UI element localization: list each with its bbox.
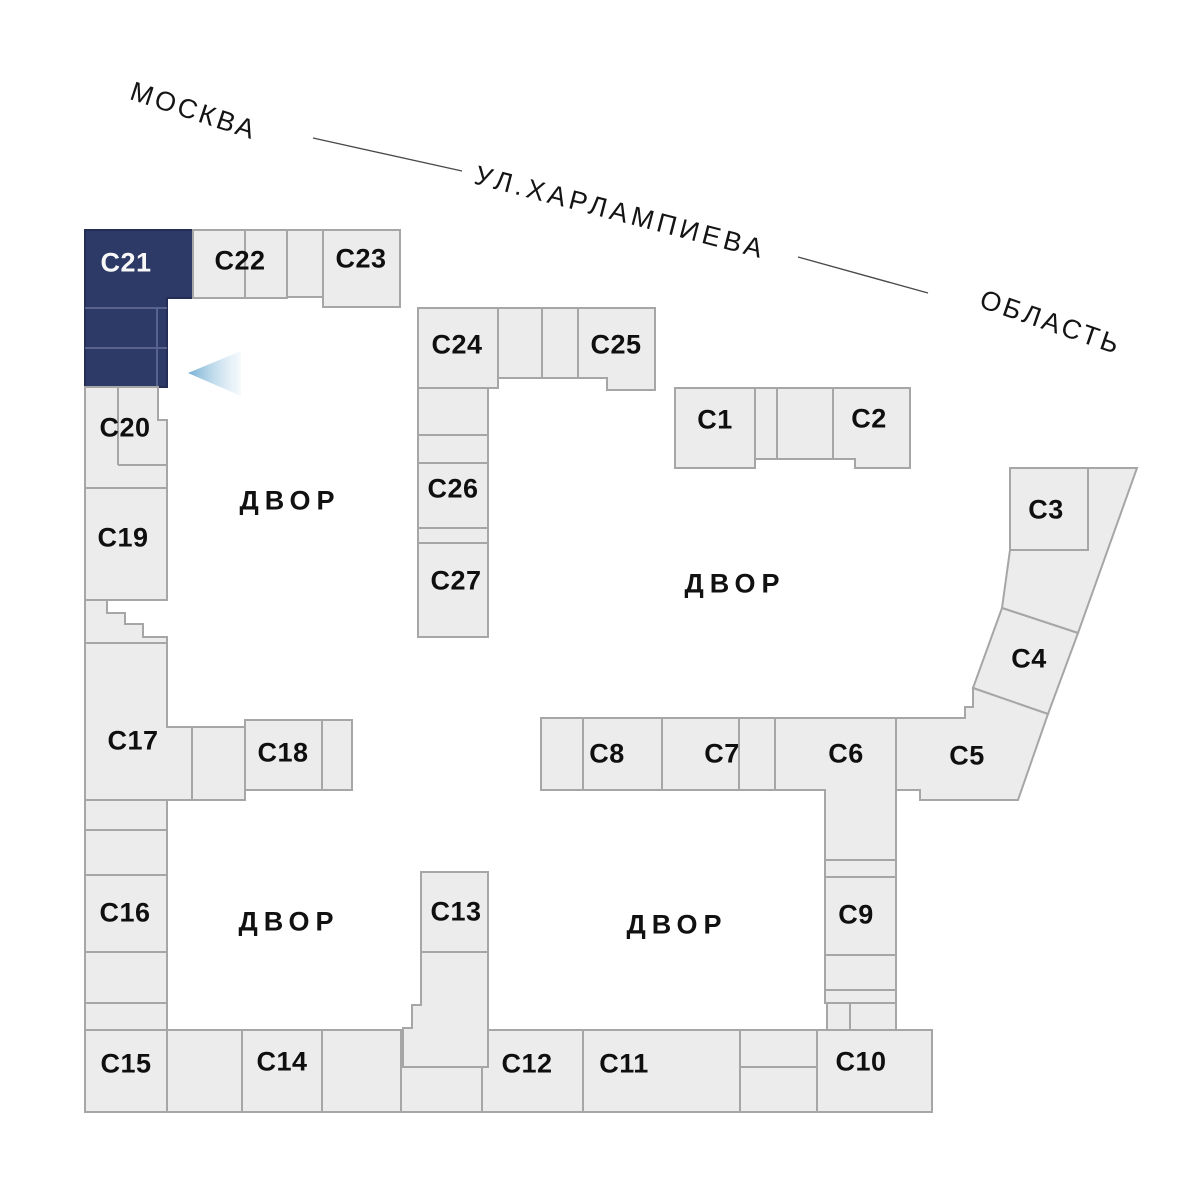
block-segment[interactable] — [849, 1002, 897, 1031]
building-c7-label: С7 — [704, 738, 740, 769]
block-segment[interactable] — [739, 1029, 818, 1068]
block-segment[interactable] — [191, 726, 246, 801]
block-segment[interactable] — [400, 1066, 483, 1113]
building-c18-shape[interactable] — [244, 719, 353, 791]
building-c25-shape[interactable] — [577, 307, 656, 391]
block-segment[interactable] — [417, 387, 489, 436]
building-c17-label: С17 — [107, 725, 159, 756]
building-c15-shape[interactable] — [84, 1029, 168, 1113]
building-c3-label: С3 — [1028, 494, 1064, 525]
building-c20-label: С20 — [99, 412, 151, 443]
building-c19-label: С19 — [97, 522, 149, 553]
building-c2-shape[interactable] — [832, 387, 911, 469]
building-c21-label: С21 — [100, 247, 152, 278]
block-segment[interactable] — [84, 799, 168, 831]
building-c12-label: С12 — [501, 1048, 553, 1079]
building-c1-label: С1 — [697, 404, 733, 435]
building-c26-label: С26 — [427, 473, 479, 504]
street-line-1 — [312, 137, 463, 172]
block-segment[interactable] — [824, 859, 897, 878]
building-c25-label: С25 — [590, 329, 642, 360]
block-segment[interactable] — [84, 951, 168, 1004]
block-segment[interactable] — [417, 527, 489, 544]
building-c27-shape[interactable] — [417, 542, 489, 638]
block-segment[interactable] — [739, 1066, 818, 1113]
courtyard-label: ДВОР — [238, 906, 340, 937]
building-c5-label: С5 — [949, 740, 985, 771]
block-segment[interactable] — [826, 1002, 851, 1031]
building-c16-label: С16 — [99, 897, 151, 928]
building-c12-shape[interactable] — [481, 1029, 584, 1113]
building-c24-label: С24 — [431, 329, 483, 360]
building-c17-shape[interactable] — [84, 642, 193, 801]
building-c4-label: С4 — [1011, 643, 1047, 674]
selected-building-arrow-icon — [188, 351, 241, 396]
building-c27-label: С27 — [430, 565, 482, 596]
building-c8-shape[interactable] — [582, 717, 663, 791]
block-segment[interactable] — [166, 1029, 243, 1113]
building-c14-shape[interactable] — [241, 1029, 323, 1113]
building-c7-shape[interactable] — [661, 717, 740, 791]
building-c14-label: С14 — [256, 1046, 308, 1077]
block-segment[interactable] — [84, 1002, 168, 1031]
block-segment[interactable] — [402, 951, 489, 1068]
building-c9-label: С9 — [838, 899, 874, 930]
block-segment[interactable] — [776, 387, 834, 460]
building-c22-label: С22 — [214, 245, 266, 276]
building-c2-label: С2 — [851, 403, 887, 434]
block-segment[interactable] — [286, 229, 324, 298]
block-segment[interactable] — [84, 829, 168, 876]
stairs-segment[interactable] — [84, 599, 168, 644]
block-segment[interactable] — [417, 434, 489, 464]
block-segment[interactable] — [541, 307, 579, 379]
building-c6-label: С6 — [828, 738, 864, 769]
building-c23-label: С23 — [335, 243, 387, 274]
building-c10-shape[interactable] — [816, 1029, 933, 1113]
building-c13-label: С13 — [430, 896, 482, 927]
courtyard-label: ДВОР — [626, 909, 728, 940]
building-c3-shape[interactable] — [1009, 467, 1089, 551]
building-c8-label: С8 — [589, 738, 625, 769]
building-c11-label: С11 — [599, 1048, 649, 1079]
street-line-2 — [797, 256, 929, 294]
building-c9-shape[interactable] — [824, 876, 897, 956]
building-c19-shape[interactable] — [84, 487, 168, 601]
block-segment[interactable] — [321, 1029, 402, 1113]
block-segment[interactable] — [540, 717, 584, 791]
building-c22-shape[interactable] — [192, 229, 288, 299]
building-c16-shape[interactable] — [84, 874, 168, 953]
courtyard-label: ДВОР — [684, 568, 786, 599]
building-c23-shape[interactable] — [322, 229, 401, 308]
block-segment[interactable] — [497, 307, 543, 379]
block-segment[interactable] — [754, 387, 778, 460]
courtyard-label: ДВОР — [239, 485, 341, 516]
building-c15-label: С15 — [100, 1048, 152, 1079]
block-segment[interactable] — [738, 717, 776, 791]
building-c10-label: С10 — [835, 1046, 887, 1077]
building-c18-label: С18 — [257, 737, 309, 768]
block-segment[interactable] — [824, 954, 897, 991]
block-segment[interactable] — [824, 989, 897, 1004]
